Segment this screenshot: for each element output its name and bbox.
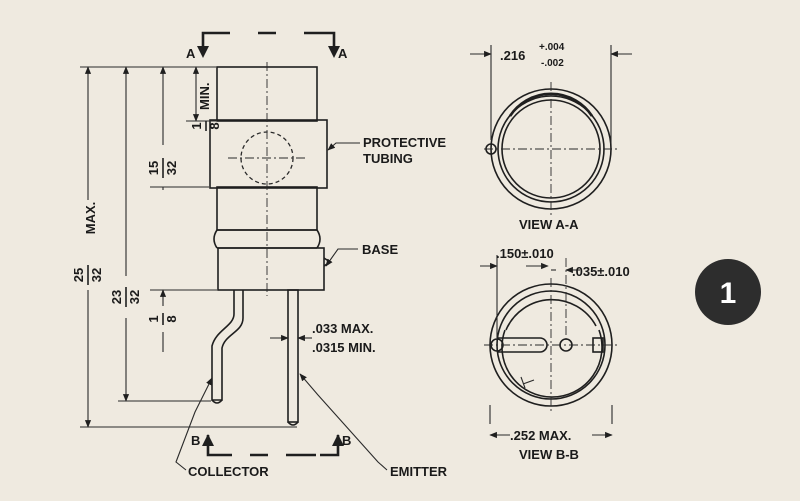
emitter-lead [287,289,299,423]
section-line-b: B B [191,433,351,457]
label-protective-tubing-2: TUBING [363,151,413,166]
figure-number-badge: 1 [695,259,761,325]
view-bb: .150±.010 .035±.010 .252 MAX. VIEW B-B [480,246,630,462]
dim-aa-tol-minus: -.002 [541,58,564,69]
dim-total-num: 25 [71,268,86,282]
dim-aa-tol-plus: +.004 [539,42,565,53]
callouts: PROTECTIVE TUBING BASE COLLECTOR EMITTER [175,135,448,479]
base-flange [217,247,325,291]
section-label-b-right: B [342,433,351,448]
dim-bb-width: .252 MAX. [510,428,571,443]
dim-aa-width: .216 [500,48,525,63]
dim-bb-left: .150±.010 [496,246,554,261]
leads [211,289,299,426]
protective-tubing-sleeve [209,119,328,189]
dim-lead-num: 23 [109,290,124,304]
label-emitter: EMITTER [390,464,448,479]
dim-lead-diameter: .033 MAX. .0315 MIN. [270,321,376,355]
dim-min-num: 1 [189,122,204,129]
transistor-can [209,62,332,296]
dim-min-height: MIN. 1 8 [189,66,222,131]
dim-tube-num: 15 [146,161,161,175]
dim-lead-dia-max: .033 MAX. [312,321,373,336]
dim-total-height: 25 32 MAX. [71,66,104,428]
dim-tube-den: 32 [164,161,179,175]
view-aa: .216 +.004 -.002 VIEW A-A [470,42,632,232]
section-label-a-left: A [186,46,196,61]
dim-bb-right: .035±.010 [572,264,630,279]
dim-min-den: 8 [207,122,222,129]
dim-lead-height: 23 32 [109,66,142,402]
dim-tube-height: 15 32 [146,66,179,190]
dim-base-lead: 1 8 [146,289,179,352]
figure-number: 1 [720,277,737,310]
dim-min-label: MIN. [197,83,212,110]
dim-total-den: 32 [89,268,104,282]
section-line-a: A A [186,31,348,61]
label-protective-tubing-1: PROTECTIVE [363,135,446,150]
dim-lead-den: 32 [127,290,142,304]
dim-total-suffix: MAX. [83,202,98,235]
collector-lead [211,290,244,401]
side-view: A A [71,31,448,479]
label-base: BASE [362,242,398,257]
section-label-b-left: B [191,433,200,448]
label-view-bb: VIEW B-B [519,447,579,462]
dim-lead-dia-min: .0315 MIN. [312,340,376,355]
dim-base-lead-den: 8 [164,315,179,322]
label-view-aa: VIEW A-A [519,217,579,232]
dim-base-lead-num: 1 [146,315,161,322]
label-collector: COLLECTOR [188,464,269,479]
section-label-a-right: A [338,46,348,61]
